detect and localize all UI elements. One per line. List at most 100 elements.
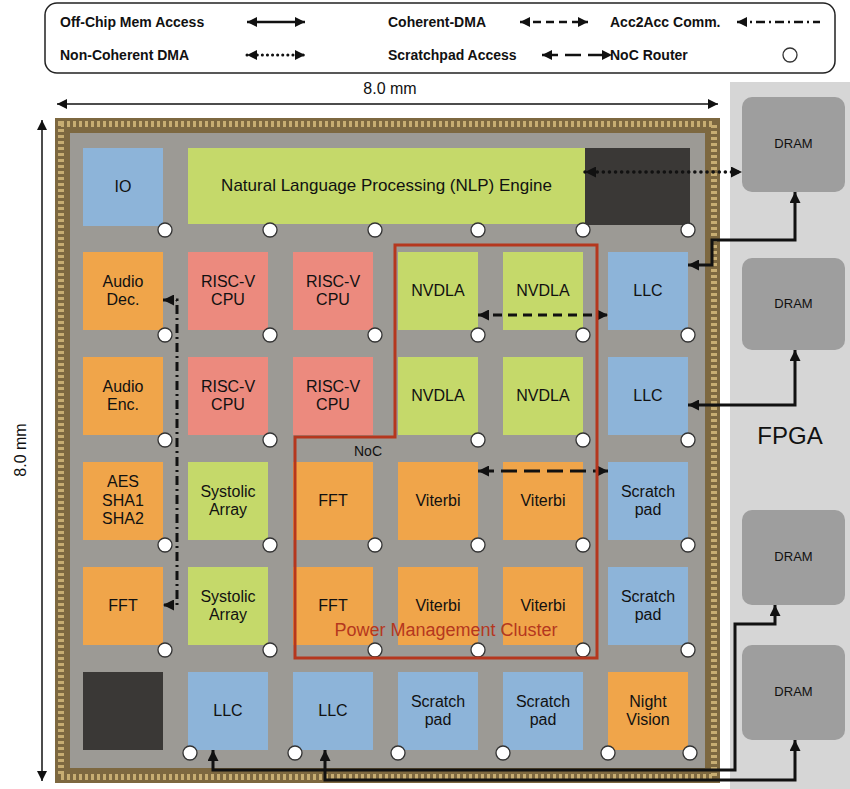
tile-fill — [742, 97, 845, 192]
legend-entry: Off-Chip Mem Access — [60, 13, 204, 31]
connector-arrow — [213, 605, 775, 770]
connector-arrow — [325, 740, 795, 780]
node-label: DRAM — [774, 685, 812, 700]
legend-entry: NoC Router — [610, 46, 688, 64]
legend-entry: Coherent-DMA — [388, 13, 486, 31]
node-label: Audio Dec. — [89, 273, 157, 310]
node-label: Scratch pad — [404, 693, 472, 730]
chip-tile: Audio Dec. — [83, 252, 163, 330]
chip-tile: LLC — [608, 357, 688, 435]
tile-fill — [188, 462, 268, 540]
label-holder: 8.0 mm — [363, 80, 416, 98]
connector-arrow — [688, 350, 795, 405]
noc-router — [368, 328, 382, 342]
node-label: LLC — [213, 702, 242, 720]
tile-fill — [188, 357, 268, 435]
chip-tile: Scratch pad — [608, 567, 688, 645]
tile-fill — [398, 462, 478, 540]
tile-fill — [742, 510, 845, 605]
noc-router — [471, 538, 485, 552]
connector-arrow — [585, 170, 742, 174]
noc-router — [576, 223, 590, 237]
noc-router — [681, 328, 695, 342]
noc-router — [263, 223, 277, 237]
noc-router — [263, 538, 277, 552]
noc-router — [158, 223, 172, 237]
connector-arrow — [478, 314, 608, 317]
node-label: RISC-V CPU — [299, 378, 367, 415]
tile-fill — [293, 462, 373, 540]
node-label: Viterbi — [415, 492, 460, 510]
noc-router — [368, 643, 382, 657]
tile-fill — [398, 672, 478, 750]
noc-router — [158, 538, 172, 552]
node-label: FPGA — [757, 422, 822, 450]
noc-router — [576, 643, 590, 657]
chip-tile: Scratch pad — [503, 672, 583, 750]
tile-fill — [608, 357, 688, 435]
tile-fill — [503, 357, 583, 435]
legend-text: Scratchpad Access — [388, 47, 517, 63]
node-label: Viterbi — [520, 492, 565, 510]
chip-tile: NVDLA — [503, 252, 583, 330]
chip-tile: IO — [83, 148, 163, 226]
chip-tile: RISC-V CPU — [188, 357, 268, 435]
noc-router — [471, 643, 485, 657]
noc-router — [391, 746, 405, 760]
node-label: DRAM — [774, 550, 812, 565]
node-label: Scratch pad — [509, 693, 577, 730]
node-label: NVDLA — [411, 387, 464, 405]
noc-router — [683, 746, 697, 760]
chip-tile: Night Vision — [608, 672, 688, 750]
noc-router — [681, 223, 695, 237]
connector-arrow — [688, 192, 795, 265]
node-label: Audio Enc. — [89, 378, 157, 415]
tile-fill — [398, 357, 478, 435]
tile-fill — [293, 252, 373, 330]
noc-router — [496, 746, 510, 760]
chip-tile: Audio Enc. — [83, 357, 163, 435]
node-label: AES SHA1 SHA2 — [99, 473, 147, 528]
fpga-board: FPGADRAMDRAMDRAMDRAM — [730, 82, 850, 789]
node-label: NVDLA — [516, 387, 569, 405]
node-label: LLC — [318, 702, 347, 720]
chip-tile: LLC — [608, 252, 688, 330]
chip-tile: RISC-V CPU — [188, 252, 268, 330]
node-label: RISC-V CPU — [194, 378, 262, 415]
chip-tile: NVDLA — [398, 252, 478, 330]
connector-arrow — [163, 300, 177, 605]
node-label: IO — [115, 178, 132, 196]
chip-tile: RISC-V CPU — [293, 357, 373, 435]
tile-fill — [293, 357, 373, 435]
node-label: Systolic Array — [194, 588, 262, 625]
noc-router — [681, 538, 695, 552]
noc-routers — [158, 223, 697, 760]
legend-text: Coherent-DMA — [388, 14, 486, 30]
noc-router — [158, 328, 172, 342]
noc-router — [471, 223, 485, 237]
node-label: FFT — [318, 597, 347, 615]
node-label: FFT — [108, 597, 137, 615]
tile-fills — [83, 82, 850, 789]
noc-router — [368, 538, 382, 552]
chip-tile: RISC-V CPU — [293, 252, 373, 330]
chip-tile: NVDLA — [503, 357, 583, 435]
noc-router — [601, 746, 615, 760]
chip-tile: Systolic Array — [188, 567, 268, 645]
node-label: Night Vision — [614, 693, 682, 730]
tile-fill — [742, 645, 845, 740]
node-label: NVDLA — [516, 282, 569, 300]
chip-tile: FFT — [83, 567, 163, 645]
tile-fill — [188, 672, 268, 750]
dimension-lines — [42, 104, 718, 781]
chip-tile: Scratch pad — [398, 672, 478, 750]
cluster-label: Power Management Cluster — [334, 620, 557, 641]
node-label: Viterbi — [415, 597, 460, 615]
tile-fill — [188, 148, 585, 224]
node-label: Scratch pad — [614, 483, 682, 520]
noc-router — [576, 433, 590, 447]
chip-tile: LLC — [188, 672, 268, 750]
chip-tile: FFT — [293, 462, 373, 540]
noc-router — [681, 433, 695, 447]
